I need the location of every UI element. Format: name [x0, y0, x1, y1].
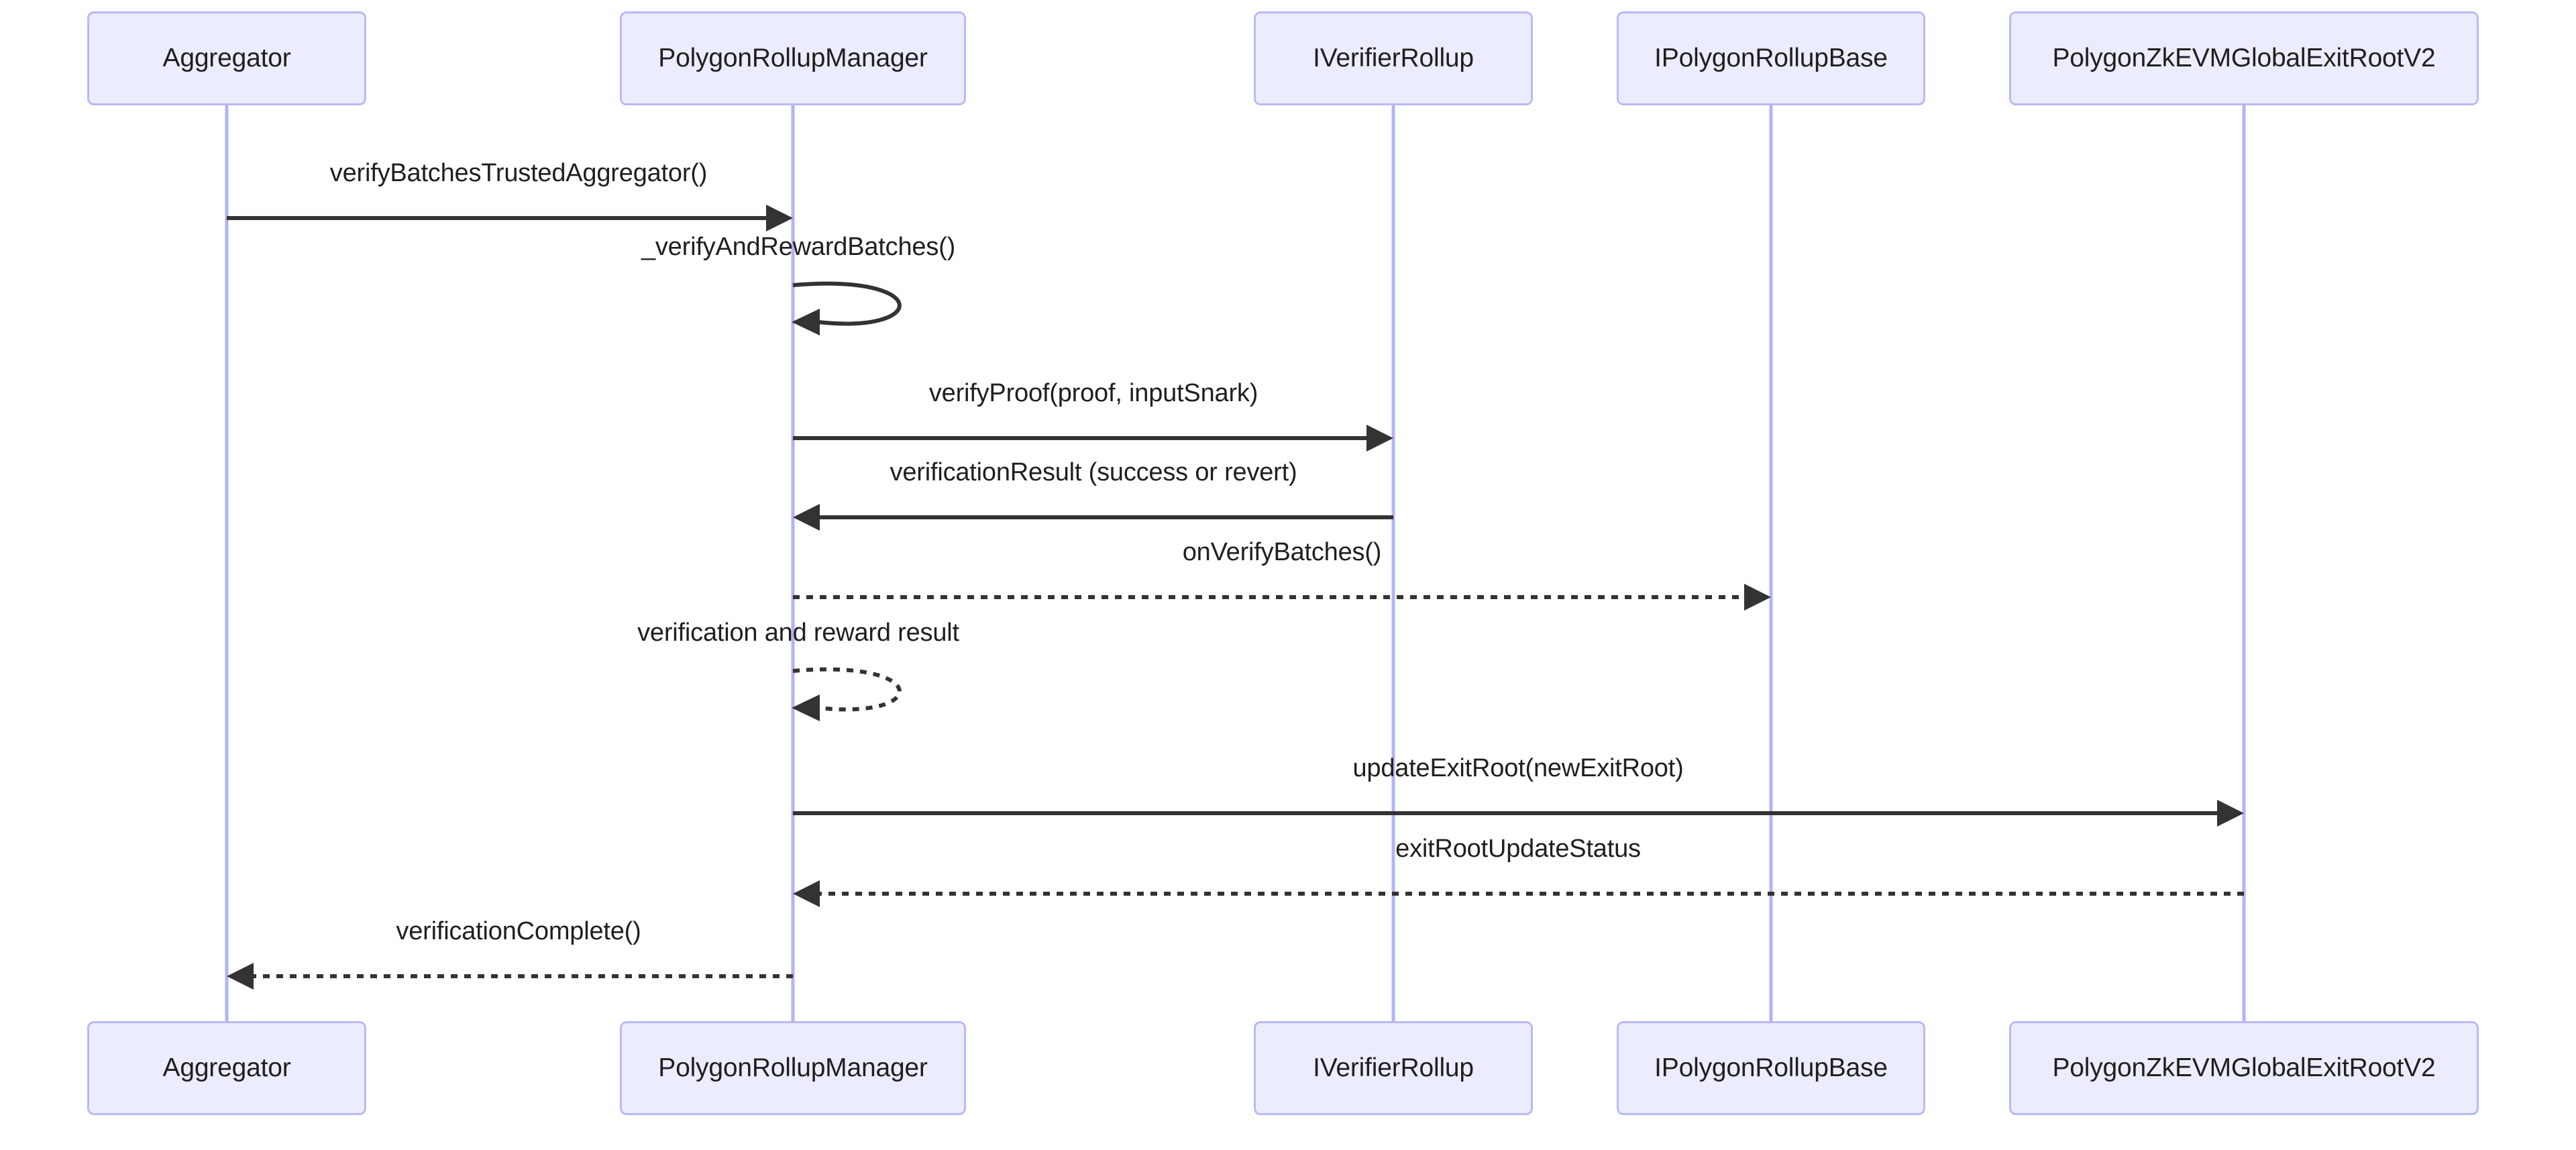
- message-arrowhead-m5: [1744, 584, 1771, 611]
- participant-box-bottom-manager[interactable]: PolygonRollupManager: [620, 1021, 966, 1115]
- message-arrowhead-m1: [766, 205, 793, 231]
- message-arrowhead-m4: [793, 504, 820, 531]
- message-label-m8: exitRootUpdateStatus: [1395, 835, 1641, 863]
- message-label-m9: verificationComplete(): [396, 917, 641, 945]
- participant-box-bottom-verifier[interactable]: IVerifierRollup: [1254, 1021, 1533, 1115]
- participant-box-top-manager[interactable]: PolygonRollupManager: [620, 11, 966, 105]
- participant-label-aggregator: Aggregator: [162, 1053, 291, 1082]
- message-arrow-m6: [792, 667, 902, 712]
- participant-box-top-verifier[interactable]: IVerifierRollup: [1254, 11, 1533, 105]
- messages-layer: [227, 205, 2244, 990]
- participant-label-verifier: IVerifierRollup: [1313, 43, 1474, 72]
- message-label-m1: verifyBatchesTrustedAggregator(): [329, 159, 708, 187]
- message-arrowhead-m6: [792, 694, 820, 721]
- message-arrowhead-m3: [1366, 425, 1393, 452]
- lifelines-layer: [225, 105, 2246, 1021]
- participant-label-globalexit: PolygonZkEVMGlobalExitRootV2: [2052, 1053, 2436, 1082]
- message-arrowhead-m7: [2217, 800, 2244, 827]
- message-label-m5: onVerifyBatches(): [1182, 538, 1382, 566]
- participant-label-globalexit: PolygonZkEVMGlobalExitRootV2: [2052, 43, 2436, 72]
- message-label-m6: verification and reward result: [637, 619, 959, 647]
- message-arrowhead-m2: [792, 309, 820, 335]
- participant-label-aggregator: Aggregator: [162, 43, 291, 72]
- participant-label-rollupbase: IPolygonRollupBase: [1654, 1053, 1888, 1082]
- message-arrowhead-m9: [227, 963, 254, 990]
- participant-box-bottom-aggregator[interactable]: Aggregator: [87, 1021, 366, 1115]
- participant-box-bottom-globalexit[interactable]: PolygonZkEVMGlobalExitRootV2: [2009, 1021, 2479, 1115]
- participant-box-top-aggregator[interactable]: Aggregator: [87, 11, 366, 105]
- message-arrowhead-m8: [793, 880, 820, 907]
- message-label-m7: updateExitRoot(newExitRoot): [1352, 754, 1684, 782]
- participant-label-verifier: IVerifierRollup: [1313, 1053, 1474, 1082]
- participant-box-bottom-rollupbase[interactable]: IPolygonRollupBase: [1617, 1021, 1925, 1115]
- participant-box-top-globalexit[interactable]: PolygonZkEVMGlobalExitRootV2: [2009, 11, 2479, 105]
- message-arrow-m2: [792, 281, 902, 326]
- message-label-m2: _verifyAndRewardBatches(): [641, 233, 956, 261]
- participant-label-manager: PolygonRollupManager: [658, 43, 928, 72]
- message-label-m3: verifyProof(proof, inputSnark): [928, 379, 1258, 407]
- message-label-m4: verificationResult (success or revert): [890, 458, 1297, 486]
- participant-box-top-rollupbase[interactable]: IPolygonRollupBase: [1617, 11, 1925, 105]
- participant-label-manager: PolygonRollupManager: [658, 1053, 928, 1082]
- participant-label-rollupbase: IPolygonRollupBase: [1654, 43, 1888, 72]
